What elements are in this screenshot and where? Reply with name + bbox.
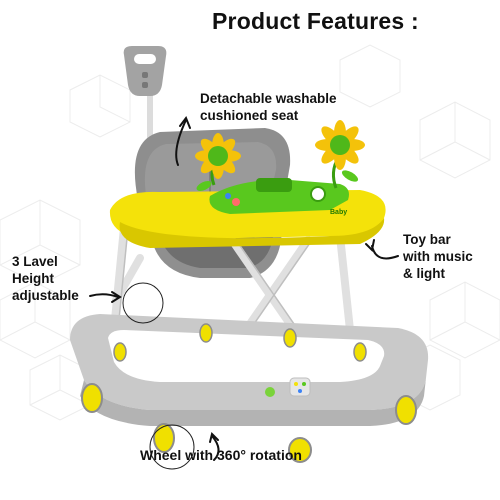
- seat-feature-label: Detachable washable cushioned seat: [200, 90, 337, 124]
- wheel-feature-label: Wheel with 360° rotation: [140, 447, 302, 464]
- toybar-feature-line: & light: [403, 266, 445, 281]
- toybar-feature-line: Toy bar: [403, 232, 451, 247]
- background-pattern: [0, 44, 500, 421]
- push-handle: [123, 46, 167, 153]
- callout-arrows: [89, 115, 399, 461]
- sunflower-toy-left: [195, 133, 241, 191]
- height-feature-line: Height: [12, 271, 54, 286]
- wheel-callout-ring: [149, 424, 195, 470]
- seat-feature-line: Detachable washable: [200, 91, 337, 106]
- walker-base: [70, 314, 429, 426]
- toybar-feature-line: with music: [403, 249, 473, 264]
- sunflower-toy-right: [315, 120, 365, 189]
- walker-wheels: [81, 323, 417, 463]
- height-feature-line: 3 Lavel: [12, 254, 58, 269]
- page-title: Product Features :: [212, 8, 419, 34]
- toybar-feature-label: Toy bar with music & light: [403, 231, 473, 282]
- seat-feature-line: cushioned seat: [200, 108, 299, 123]
- height-feature-line: adjustable: [12, 288, 79, 303]
- height-adjust-callout-ring: [122, 282, 164, 324]
- wheel-feature-line: Wheel with 360° rotation: [140, 447, 302, 463]
- toy-bar-console: [209, 178, 349, 214]
- height-feature-label: 3 Lavel Height adjustable: [12, 253, 79, 304]
- toy-logo: Baby: [330, 209, 347, 216]
